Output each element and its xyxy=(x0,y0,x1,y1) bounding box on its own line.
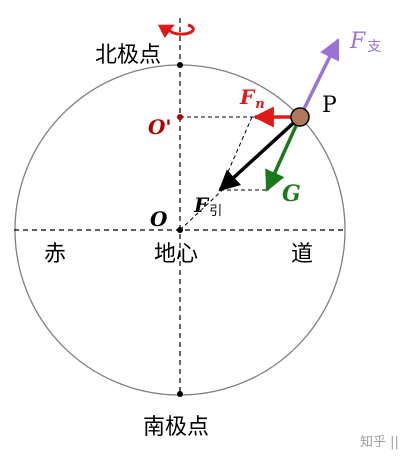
center-letter-label: O xyxy=(150,207,168,231)
pull-force-arrow xyxy=(218,115,302,192)
pull-force-label: F引 xyxy=(193,193,222,219)
gravity-label: G xyxy=(282,181,301,207)
normal-force-label: Fn xyxy=(239,85,265,112)
pull-force-subscript: 引 xyxy=(209,204,222,219)
support-force-arrow xyxy=(298,38,340,118)
center-prime-dot xyxy=(177,114,183,120)
rotation-arrow-icon xyxy=(157,23,195,39)
south-pole-label: 南极点 xyxy=(143,415,209,440)
parallelogram-left xyxy=(219,116,253,191)
normal-force-subscript: n xyxy=(255,97,264,112)
support-force-subscript: 支 xyxy=(367,39,381,55)
north-pole-dot xyxy=(177,62,183,68)
earth-center-label: 地心 xyxy=(154,242,198,267)
north-pole-label: 北极点 xyxy=(95,43,161,68)
point-p-label: P xyxy=(322,93,337,118)
center-prime-label: O' xyxy=(148,115,172,139)
support-force-symbol: F xyxy=(349,29,366,54)
point-p xyxy=(290,107,310,127)
normal-force-symbol: F xyxy=(239,85,256,109)
equator-right-label: 道 xyxy=(291,242,313,267)
earth-center-dot xyxy=(177,227,183,233)
pull-force-symbol: F xyxy=(193,193,210,217)
watermark: 知乎 || xyxy=(360,434,399,450)
equator-left-label: 赤 xyxy=(44,242,66,267)
gravity-arrow xyxy=(265,116,302,192)
south-pole-dot xyxy=(177,391,183,397)
